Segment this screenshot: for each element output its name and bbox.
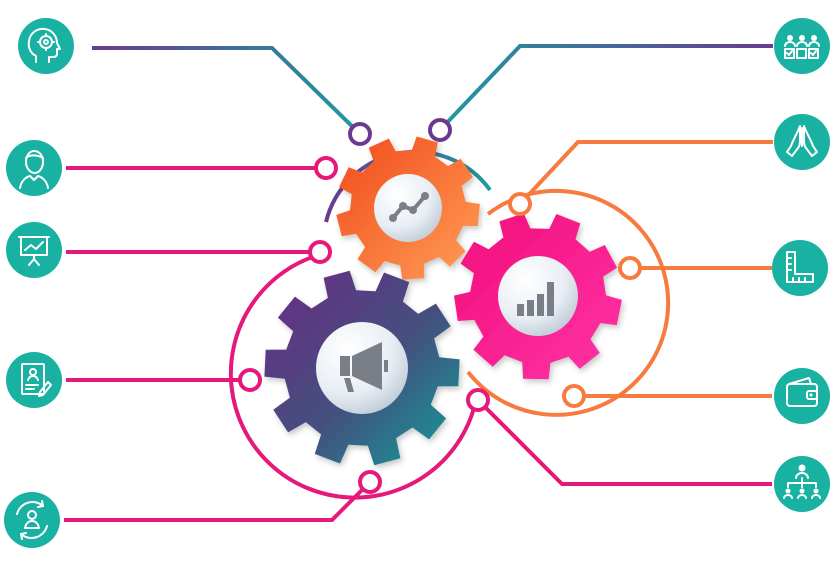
- node-dot: [508, 192, 532, 216]
- orbit-pink: [466, 188, 671, 417]
- brain-head-icon: [18, 18, 74, 74]
- node-dot: [562, 384, 586, 408]
- customer-cycle-icon: [4, 492, 60, 548]
- team-vote-icon: [774, 18, 830, 74]
- connector-brain: [92, 46, 362, 136]
- node-dot: [238, 368, 262, 392]
- node-dot: [348, 122, 372, 146]
- connector-customer: [64, 480, 372, 522]
- connector-hands: [518, 140, 773, 206]
- gears-group: [264, 136, 622, 466]
- node-dot: [314, 156, 338, 180]
- connector-org: [476, 398, 772, 486]
- node-dot: [466, 388, 490, 412]
- resume-icon: [6, 352, 62, 408]
- megaphone-icon: [340, 342, 388, 392]
- ruler-icon: [772, 240, 828, 296]
- connector-team: [438, 44, 773, 132]
- wallet-icon: [774, 368, 830, 424]
- node-dot: [358, 470, 382, 494]
- orbit-purple: [228, 252, 478, 500]
- trend-line-icon: [389, 192, 429, 222]
- node-dot: [428, 118, 452, 142]
- left-icons: [4, 18, 74, 548]
- connector-lines: [64, 44, 773, 522]
- right-icons: [772, 18, 830, 512]
- person-icon: [6, 140, 62, 196]
- node-dot: [308, 240, 332, 264]
- bar-chart-icon: [517, 282, 554, 316]
- node-dot: [618, 256, 642, 280]
- presentation-icon: [6, 222, 62, 278]
- node-dots: [238, 118, 642, 494]
- org-chart-icon: [774, 456, 830, 512]
- praying-hands-icon: [774, 114, 830, 170]
